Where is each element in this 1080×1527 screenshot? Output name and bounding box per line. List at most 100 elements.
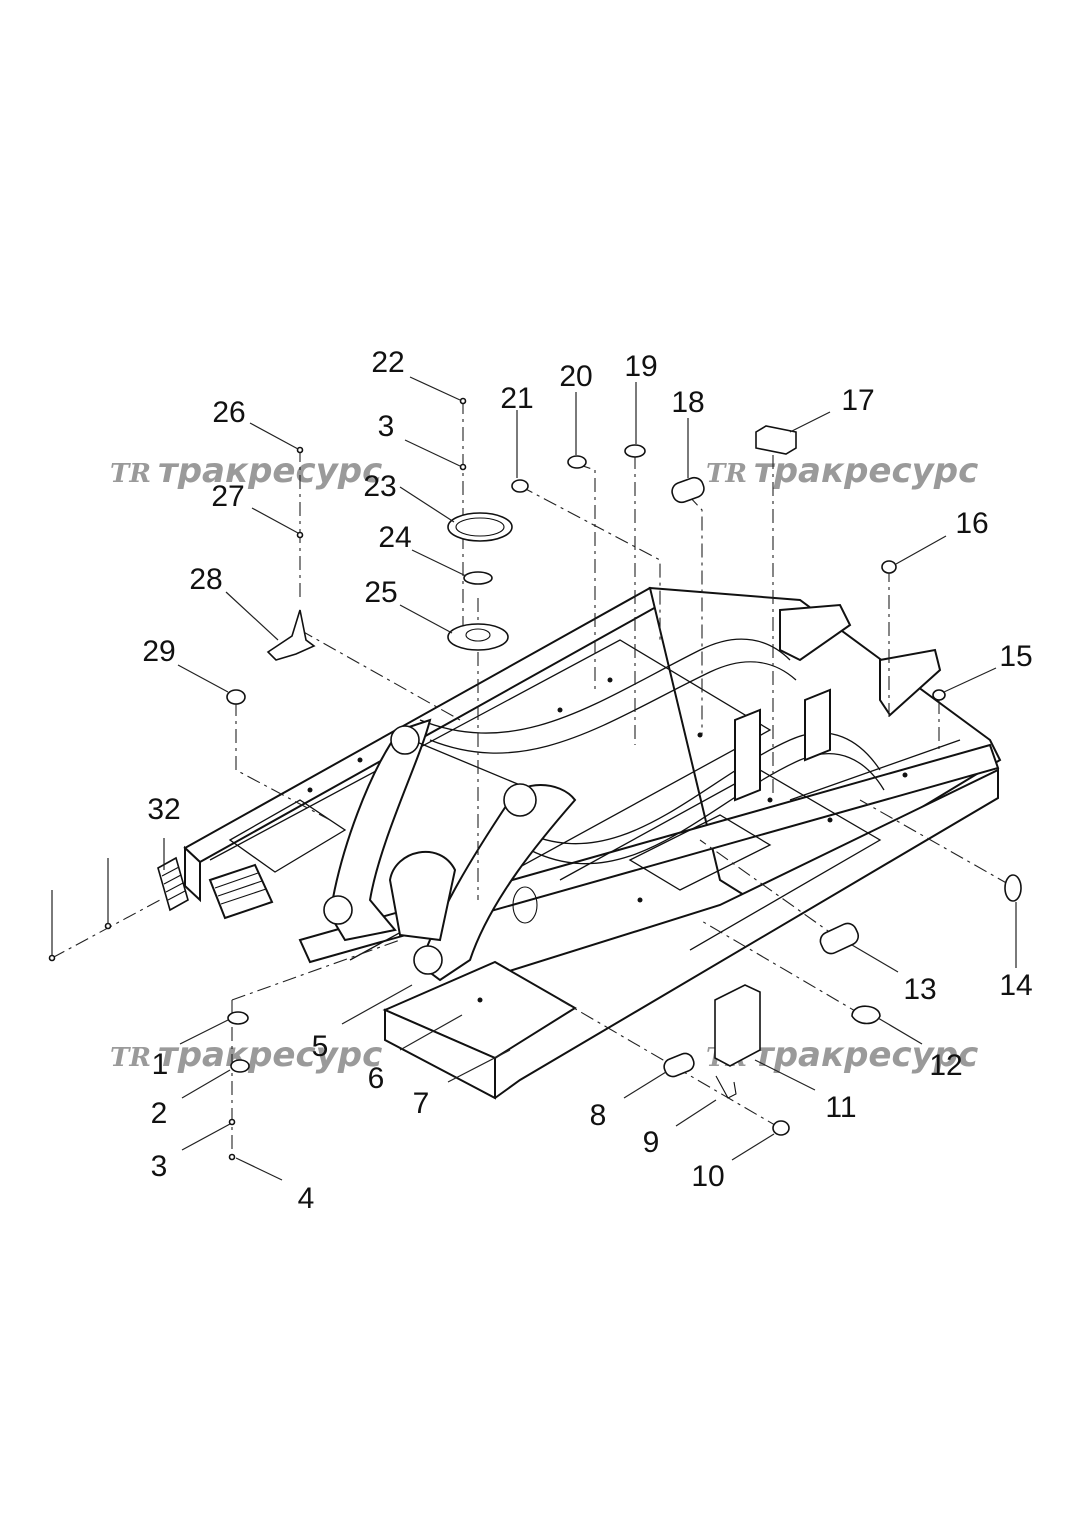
leader-23 [399, 486, 455, 523]
leader-10 [731, 1133, 775, 1161]
watermark-logo-mark: TR [110, 1043, 151, 1073]
center-line-1-frame [231, 939, 401, 1001]
center-line-12 [699, 919, 863, 1016]
watermark-top-right: TR тракресурс [706, 451, 978, 491]
center-line-28-frame [299, 629, 461, 721]
callout-24: 24 [378, 521, 411, 554]
cylinder-housing [388, 851, 457, 942]
leader-2 [181, 1069, 231, 1099]
cap-15 [932, 689, 946, 701]
leader-25 [399, 604, 453, 634]
center-line-13 [699, 839, 839, 939]
leader-11 [754, 1059, 816, 1091]
center-line-30-32 [51, 899, 161, 959]
callout-26: 26 [212, 396, 245, 429]
upper-frame-assembly [183, 586, 1002, 1100]
watermark-text: тракресурс [754, 451, 978, 491]
callout-23: 23 [363, 470, 396, 503]
clip-12 [851, 1005, 881, 1025]
callout-labels: 22 3 26 23 27 24 28 25 29 21 20 19 18 17… [142, 346, 1032, 1215]
bolt-mark [307, 787, 313, 793]
bolt-22 [459, 397, 467, 405]
floor-panel [789, 739, 961, 801]
ring-plate-23 [447, 512, 513, 542]
watermark-logo-mark: TR [706, 459, 747, 489]
rear-post [734, 708, 761, 802]
flange-25-inner [465, 628, 491, 642]
boom-pin-hole [503, 783, 537, 817]
callout-12: 12 [929, 1049, 962, 1082]
watermark-logo-mark: TR [110, 459, 151, 489]
cross-member [419, 638, 791, 734]
clamp-24 [463, 571, 493, 585]
leader-16 [895, 535, 947, 565]
grille-30-slats [161, 866, 186, 901]
callout-27: 27 [211, 480, 244, 513]
hook-9 [715, 1075, 737, 1099]
bolt-mark [607, 677, 613, 683]
callout-2: 2 [151, 1097, 168, 1130]
bolt-31 [104, 922, 112, 930]
callout-13: 13 [903, 973, 936, 1006]
bolt-mark [637, 897, 643, 903]
washer-3-bottom [228, 1118, 236, 1126]
cap-1 [227, 1011, 249, 1025]
boom-pin-bar [399, 734, 521, 786]
callout-11: 11 [825, 1091, 856, 1124]
floor-panel [559, 769, 882, 951]
grommet-20 [567, 455, 587, 469]
bolt-mark [767, 797, 773, 803]
callout-21: 21 [500, 382, 533, 415]
bolt-mark [902, 772, 908, 778]
leader-4 [235, 1157, 283, 1181]
callout-6: 6 [368, 1062, 385, 1095]
bolt-mark [357, 757, 363, 763]
callout-7: 7 [413, 1087, 430, 1120]
watermark-text: тракресурс [158, 451, 382, 491]
grommet-14 [1004, 874, 1022, 902]
watermark-top-left: TR тракресурс [110, 451, 382, 491]
cap-2 [230, 1059, 250, 1073]
leader-12 [877, 1017, 923, 1045]
center-line-29 [235, 702, 331, 821]
boom-bracket-left [328, 718, 432, 942]
floor-panel [628, 814, 772, 891]
cover-box-11 [714, 984, 761, 1067]
callout-1: 1 [152, 1048, 169, 1081]
callout-29: 29 [142, 635, 175, 668]
step-grating [214, 872, 267, 905]
callout-leaders [51, 376, 1017, 1181]
bolt-4 [228, 1153, 236, 1161]
watermark-text: тракресурс [754, 1035, 978, 1075]
grommet-19 [624, 444, 646, 458]
callout-5: 5 [312, 1030, 329, 1063]
washer-27 [296, 531, 304, 539]
leader-5 [341, 984, 413, 1025]
grille-30 [157, 856, 189, 912]
watermark-bottom-left: TR тракресурс [110, 1035, 382, 1075]
watermark-bottom-right: TR тракресурс [706, 1035, 978, 1075]
callout-28: 28 [189, 563, 222, 596]
bolt-mark [557, 707, 563, 713]
callout-10: 10 [691, 1160, 724, 1193]
left-side-rail-face [184, 845, 201, 903]
rear-post [804, 688, 831, 762]
leader-6 [399, 1014, 463, 1051]
leader-28 [225, 591, 279, 641]
leader-22 [409, 376, 461, 401]
cross-member [429, 661, 797, 754]
boom-pin-hole [390, 725, 420, 755]
center-line-20 [576, 463, 596, 690]
block-17 [755, 425, 797, 455]
leader-7 [447, 1049, 511, 1083]
callout-20: 20 [559, 360, 592, 393]
center-line-18 [687, 494, 703, 735]
boom-pin-hole [413, 945, 443, 975]
callout-30: 32 [147, 793, 180, 826]
bolt-mark [827, 817, 833, 823]
leader-29 [177, 664, 229, 693]
grommet-10 [772, 1120, 790, 1136]
frame-bolts [307, 677, 908, 1003]
flange-25 [447, 623, 509, 651]
